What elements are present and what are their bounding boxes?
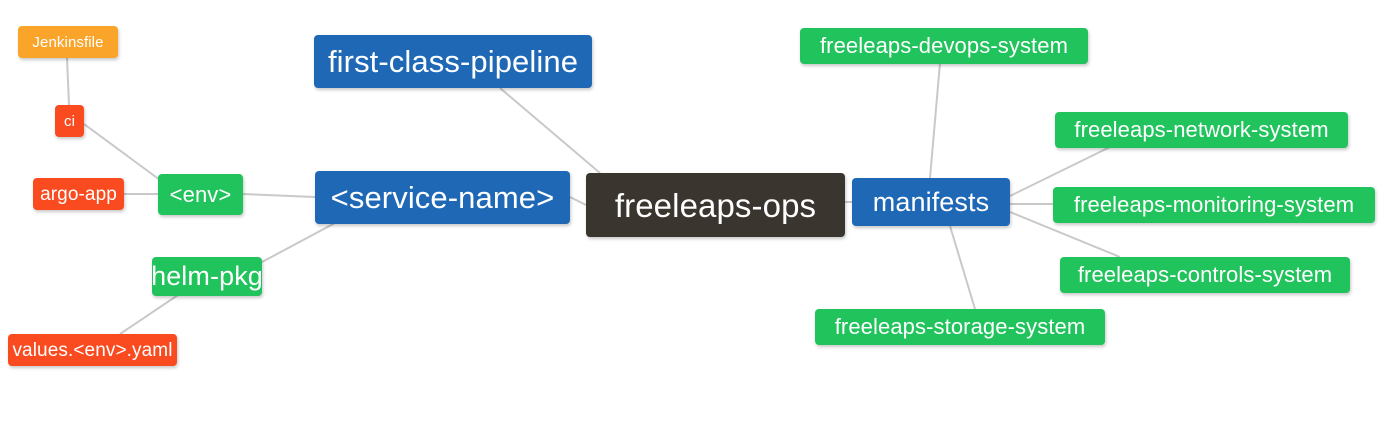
node-freeleaps-ops-root[interactable]: freeleaps-ops (586, 173, 845, 237)
node-first-class-pipeline[interactable]: first-class-pipeline (314, 35, 592, 88)
node-freeleaps-monitoring-system[interactable]: freeleaps-monitoring-system (1053, 187, 1375, 223)
edge-service-helm (261, 222, 336, 263)
node-env[interactable]: <env> (158, 174, 243, 215)
node-freeleaps-network-system[interactable]: freeleaps-network-system (1055, 112, 1348, 148)
edge-service-env (242, 193, 316, 198)
node-ci[interactable]: ci (55, 105, 84, 137)
node-helm-pkg[interactable]: helm-pkg (151, 257, 263, 296)
node-argo-app[interactable]: argo-app (33, 178, 124, 210)
edge-manifests-storage (949, 225, 976, 310)
edge-manifests-devops (929, 62, 941, 179)
node-values-yaml[interactable]: values.<env>.yaml (8, 334, 177, 366)
node-service-name[interactable]: <service-name> (315, 171, 570, 224)
node-freeleaps-devops-system[interactable]: freeleaps-devops-system (800, 28, 1088, 64)
edge-manifests-network (1009, 146, 1111, 197)
node-manifests[interactable]: manifests (852, 178, 1010, 226)
edge-helm-values (119, 294, 179, 335)
node-freeleaps-controls-system[interactable]: freeleaps-controls-system (1060, 257, 1350, 293)
edge-ci-jenkins (66, 57, 70, 106)
edge-manifests-controls (1009, 211, 1121, 258)
node-freeleaps-storage-system[interactable]: freeleaps-storage-system (815, 309, 1105, 345)
node-jenkinsfile[interactable]: Jenkinsfile (18, 26, 118, 58)
edge-root-pipeline (499, 87, 601, 174)
edge-root-service (569, 196, 587, 206)
edge-env-ci (83, 123, 161, 181)
